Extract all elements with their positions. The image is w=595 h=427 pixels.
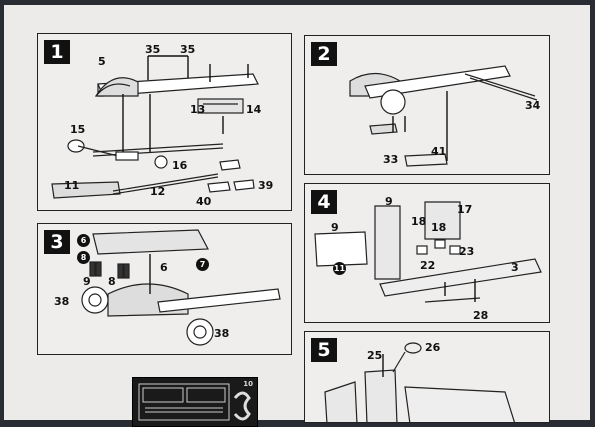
- step-2-diagram: [349, 65, 538, 167]
- step-2-panel: 2 34 33 41: [304, 35, 550, 175]
- part-18-label: 18: [411, 215, 427, 228]
- step-number: 2: [311, 42, 337, 66]
- part-13-label: 13: [190, 103, 206, 116]
- circled-part-8: 8: [77, 251, 90, 264]
- step-5-panel: 5 25 26: [304, 331, 550, 423]
- circled-part-7: 7: [196, 258, 209, 271]
- part-5-label: 5: [98, 55, 106, 68]
- step-4-diagram: [314, 201, 542, 303]
- step-4-panel: 4 9 18 18 17 23 22 3 28 9 11: [304, 183, 550, 323]
- step-number: 5: [311, 338, 337, 362]
- part-9-label: 9: [385, 195, 393, 208]
- step-1-diagram: [51, 55, 259, 199]
- part-9-inset-label: 9: [331, 221, 339, 234]
- part-25-label: 25: [367, 349, 383, 362]
- part-12-label: 12: [150, 185, 166, 198]
- part-15-label: 15: [70, 123, 86, 136]
- part-18-label: 18: [431, 221, 447, 234]
- part-33-label: 33: [383, 153, 399, 166]
- part-35-label: 35: [180, 43, 196, 56]
- step-5-diagram: [324, 342, 516, 422]
- part-23-label: 23: [459, 245, 475, 258]
- part-28-label: 28: [473, 309, 489, 322]
- part-9-label: 9: [83, 275, 91, 288]
- part-8-label: 8: [108, 275, 116, 288]
- part-3-label: 3: [511, 261, 519, 274]
- step-1-panel: 1: [37, 33, 292, 211]
- logo-corner-text: 10: [243, 380, 253, 388]
- step-number: 1: [44, 40, 70, 64]
- part-38-label: 38: [54, 295, 70, 308]
- part-39-label: 39: [258, 179, 274, 192]
- part-34-label: 34: [525, 99, 541, 112]
- part-6-label: 6: [160, 261, 168, 274]
- part-11-label: 11: [64, 179, 80, 192]
- grille-logo-graphic: [138, 383, 251, 421]
- step-number: 4: [311, 190, 337, 214]
- part-26-label: 26: [425, 341, 441, 354]
- part-14-label: 14: [246, 103, 262, 116]
- step-3-diagram: [81, 229, 281, 346]
- step-3-panel: 3 6 8 6 7 9 8 38 38: [37, 223, 292, 355]
- circled-part-11: 11: [333, 262, 346, 275]
- part-22-label: 22: [420, 259, 436, 272]
- instruction-sheet: 1: [4, 5, 590, 427]
- part-16-label: 16: [172, 159, 188, 172]
- part-41-label: 41: [431, 145, 447, 158]
- step-number: 3: [44, 230, 70, 254]
- brand-logo: 10: [132, 377, 258, 427]
- part-35-label: 35: [145, 43, 161, 56]
- part-38-label: 38: [214, 327, 230, 340]
- circled-part-6: 6: [77, 234, 90, 247]
- part-40-label: 40: [196, 195, 212, 208]
- part-17-label: 17: [457, 203, 473, 216]
